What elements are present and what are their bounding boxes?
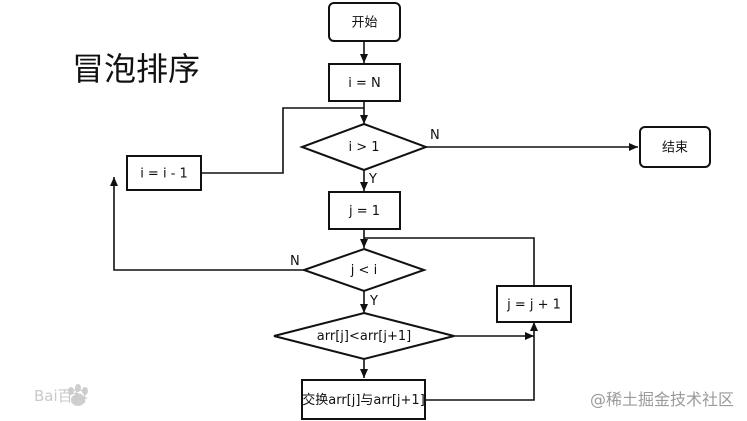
node-init-j: j = 1	[328, 191, 401, 230]
edge-label-outer-no: N	[430, 128, 440, 143]
edge-label-inner-no: N	[290, 254, 300, 269]
node-swap: 交换arr[j]与arr[j+1]	[301, 379, 426, 420]
node-increment-j: j = j + 1	[496, 285, 572, 323]
edge-inner-no-to-dec-i	[110, 177, 304, 271]
node-init-j-label: j = 1	[348, 204, 380, 219]
node-end-label: 结束	[662, 141, 688, 156]
node-compare: arr[j]<arr[j+1]	[273, 311, 455, 361]
node-init-i: i = N	[328, 63, 401, 102]
edge-label-inner-yes: Y	[369, 294, 378, 309]
node-outer-condition: i > 1	[299, 122, 429, 172]
node-decrement-i: i = i - 1	[126, 155, 202, 191]
baidu-watermark: Bai百科	[34, 384, 88, 406]
node-increment-j-label: j = j + 1	[506, 298, 561, 313]
node-inner-condition-label: j < i	[350, 263, 377, 278]
edge-dec-i-to-outer	[201, 107, 364, 174]
node-start: 开始	[328, 2, 401, 42]
node-swap-label: 交换arr[j]与arr[j+1]	[302, 392, 425, 408]
baidu-watermark-text: Bai百科	[34, 387, 88, 405]
edge-label-outer-yes: Y	[368, 172, 377, 187]
node-compare-label: arr[j]<arr[j+1]	[317, 329, 411, 344]
node-decrement-i-label: i = i - 1	[140, 167, 188, 182]
node-end: 结束	[639, 126, 711, 168]
node-init-i-label: i = N	[348, 76, 381, 91]
edge-swap-to-inc-j	[425, 322, 538, 401]
edge-inc-j-loop-back	[364, 237, 535, 286]
paw-icon	[68, 384, 88, 406]
connectors	[110, 41, 638, 401]
node-start-label: 开始	[351, 16, 377, 31]
node-inner-condition: j < i	[300, 247, 428, 293]
node-outer-condition-label: i > 1	[348, 140, 379, 155]
source-watermark: @稀土掘金技术社区	[590, 390, 734, 409]
diagram-title: 冒泡排序	[72, 50, 200, 88]
